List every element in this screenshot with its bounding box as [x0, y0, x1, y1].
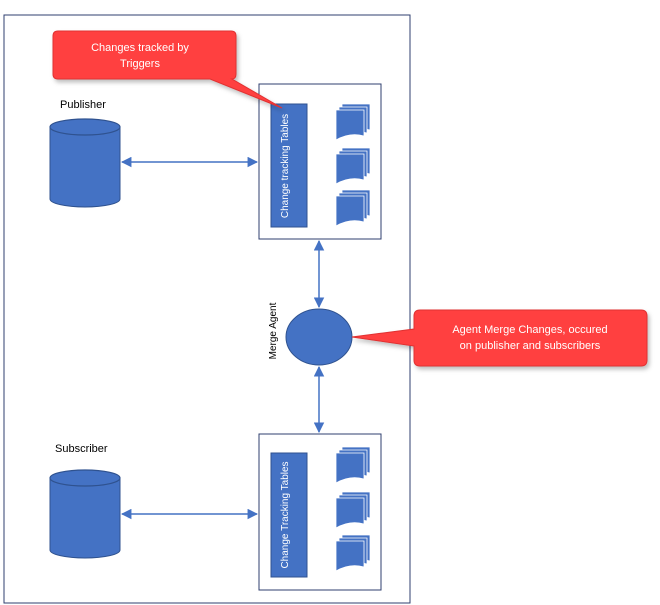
outer-frame — [3, 14, 411, 604]
publisher-label: Publisher — [60, 99, 106, 111]
subscriber-label: Subscriber — [55, 443, 108, 455]
callout-agent-line2: on publisher and subscribers — [460, 340, 601, 352]
subscriber-document-icon — [335, 446, 371, 484]
callout-agent — [351, 309, 648, 367]
publisher-document-icon — [335, 147, 371, 185]
publisher-database-icon — [49, 118, 121, 208]
publisher-document-icon — [335, 189, 371, 227]
subscriber-document-icon — [335, 534, 371, 572]
subscriber-tables-label: Change Tracking Tables — [280, 461, 291, 568]
publisher-document-icon — [335, 103, 371, 141]
callout-triggers-line2: Triggers — [120, 58, 160, 70]
callout-triggers — [52, 30, 283, 109]
subscriber-tables-box — [270, 452, 308, 578]
publisher-tables-box — [270, 103, 308, 228]
merge-agent-label: Merge Agent — [268, 302, 279, 359]
subscriber-document-icon — [335, 491, 371, 529]
callout-agent-line1: Agent Merge Changes, occured — [452, 324, 607, 336]
callout-triggers-line1: Changes tracked by — [91, 42, 189, 54]
merge-agent-node — [285, 308, 353, 366]
publisher-tables-label: Change tracking Tables — [280, 114, 291, 218]
subscriber-database-icon — [49, 469, 121, 559]
